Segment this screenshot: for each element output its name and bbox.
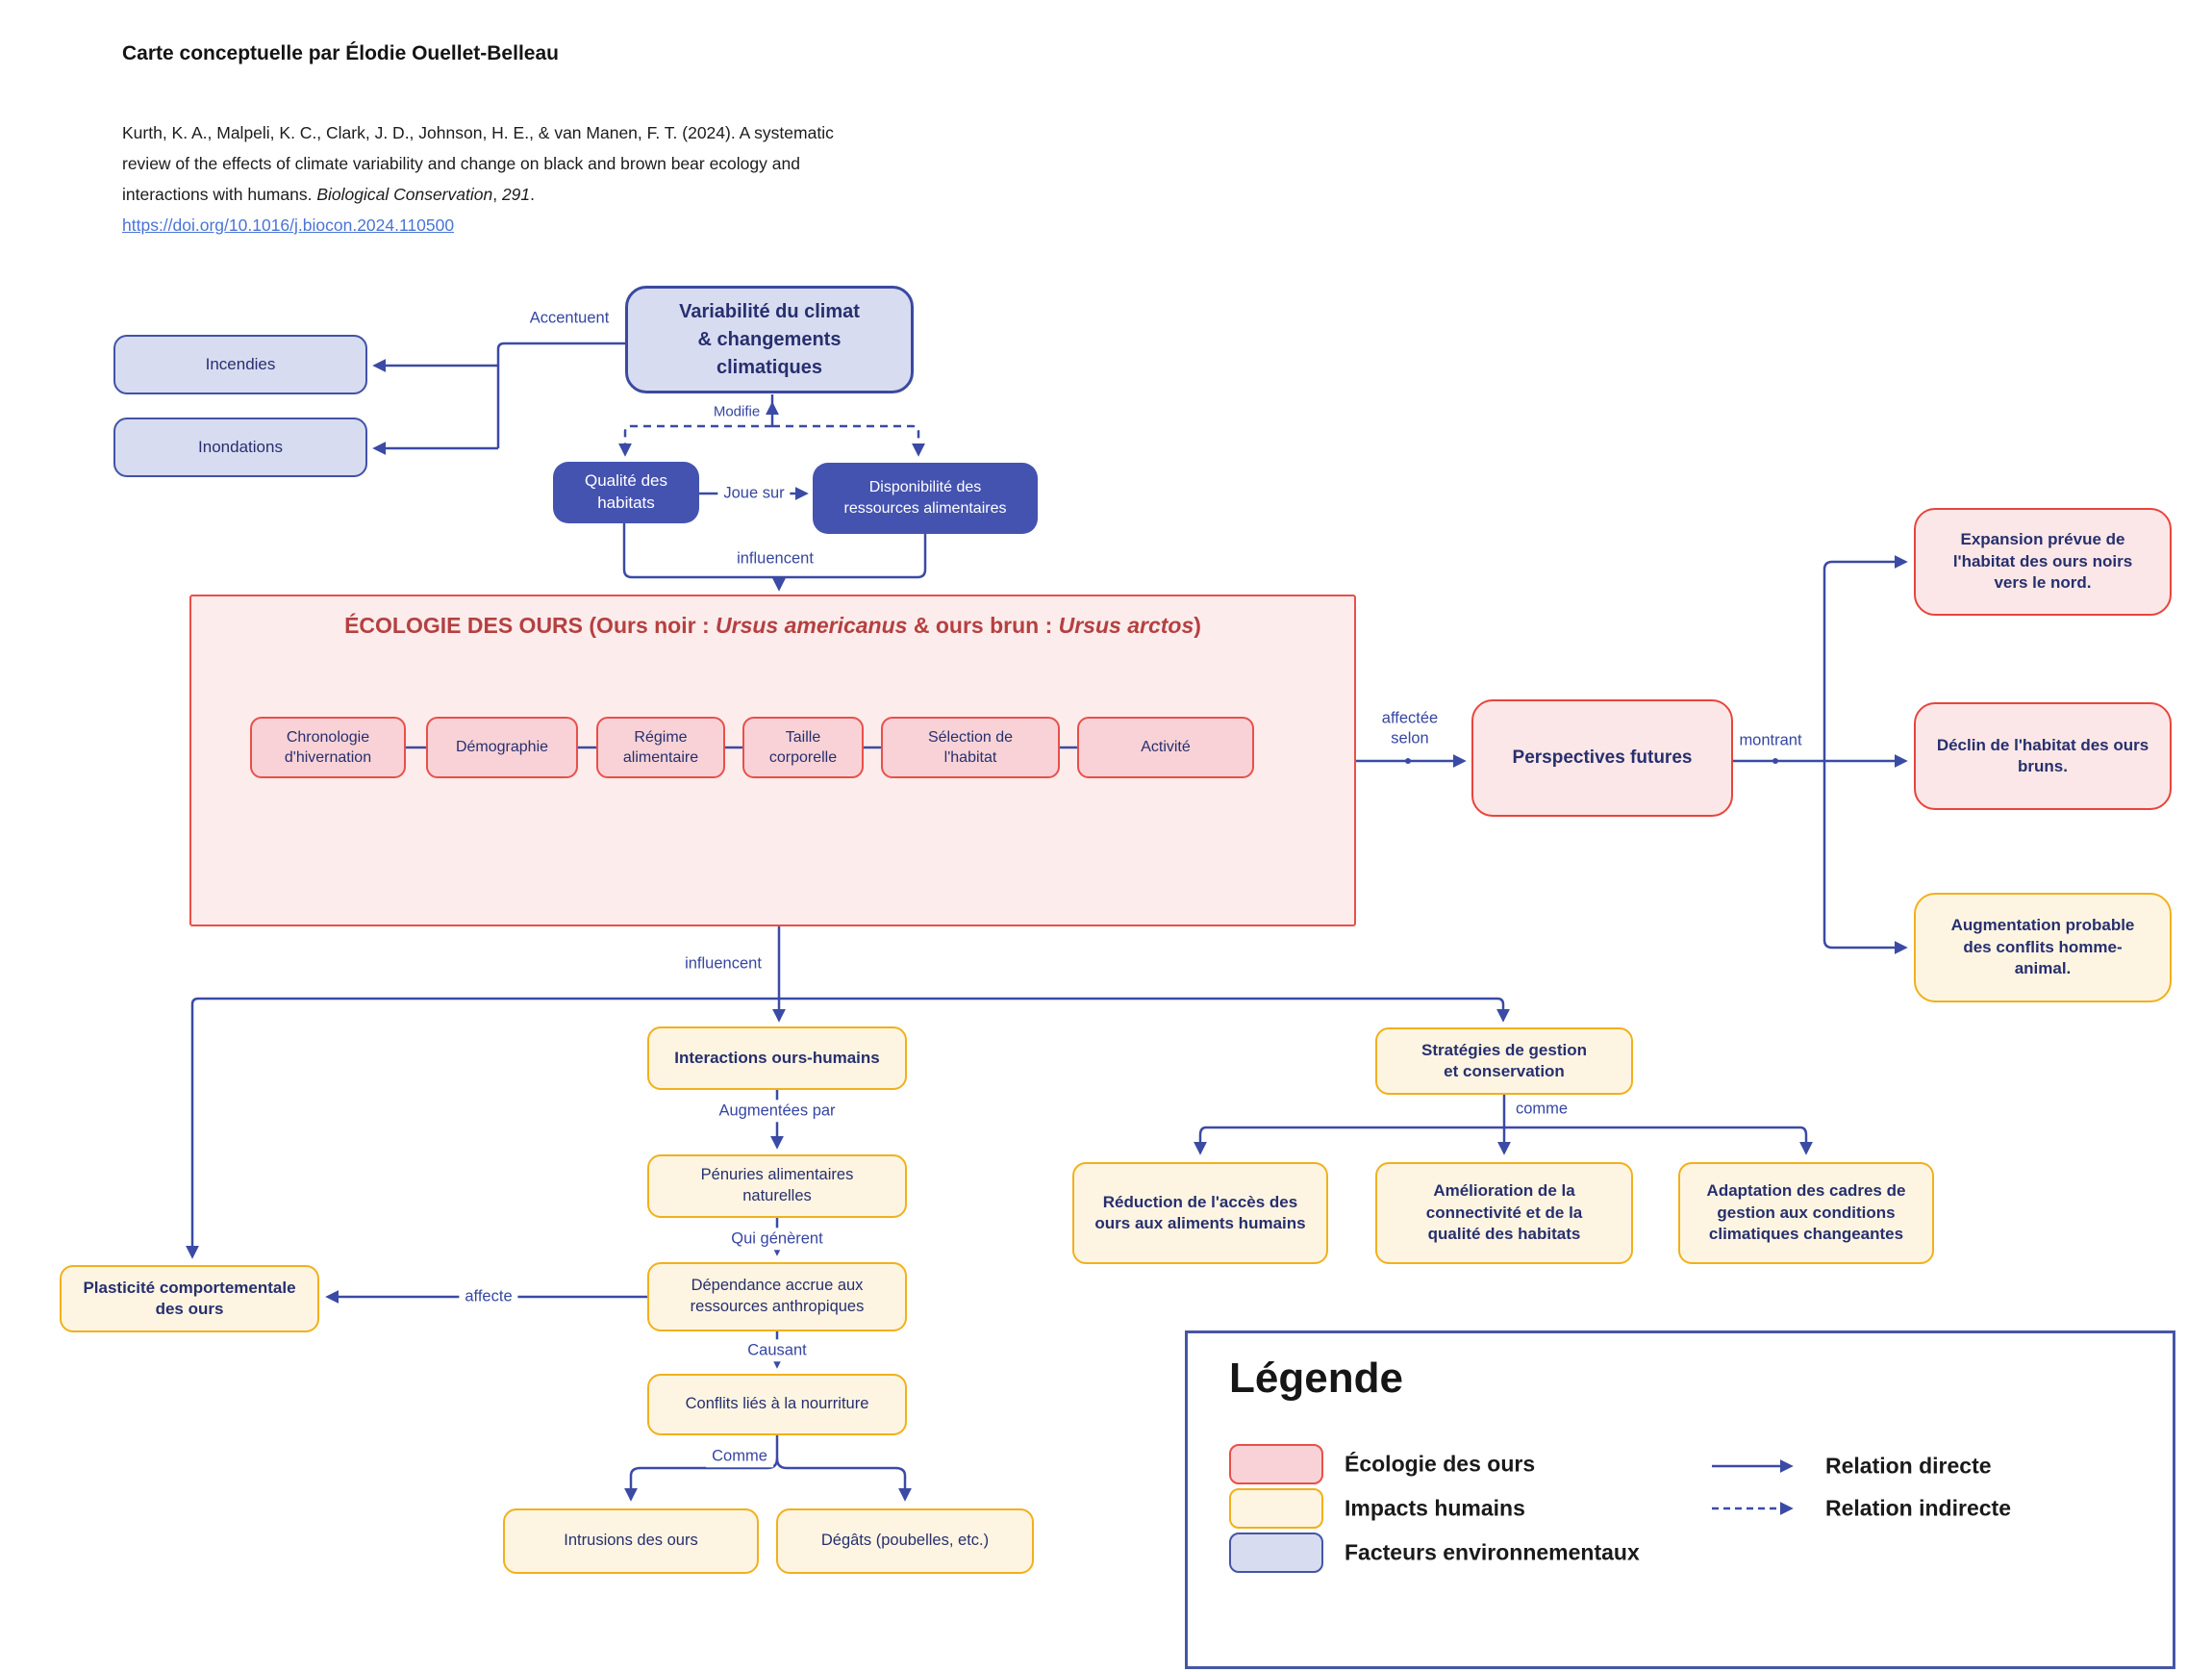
ecology-title-part: & ours brun : <box>907 613 1059 638</box>
citation-period: . <box>530 185 536 204</box>
edge-influencent-strategies <box>779 997 1510 1023</box>
node-demographie: Démographie <box>426 717 578 778</box>
edge-label-modifie: Modifie <box>707 401 767 422</box>
edge-modifie-qualite <box>618 424 772 457</box>
ecology-title-part: ÉCOLOGIE DES OURS (Ours noir : <box>344 613 716 638</box>
node-penuries-alimentaires: Pénuries alimentaires naturelles <box>647 1154 907 1218</box>
citation: Kurth, K. A., Malpeli, K. C., Clark, J. … <box>122 117 853 241</box>
node-strategies-gestion: Stratégies de gestion et conservation <box>1375 1027 1633 1095</box>
legend-label-impacts: Impacts humains <box>1345 1495 1525 1521</box>
edge-label-qui-generent: Qui génèrent <box>725 1228 829 1251</box>
edge-label-comme-bas: Comme <box>706 1445 773 1468</box>
node-variabilite-climat: Variabilité du climat & changements clim… <box>625 286 914 393</box>
citation-journal: Biological Conservation <box>316 185 493 204</box>
page-title: Carte conceptuelle par Élodie Ouellet-Be… <box>122 42 559 64</box>
node-disponibilite-ressources: Disponibilité des ressources alimentaire… <box>813 463 1038 534</box>
edge-label-influencent-bas: influencent <box>679 952 767 975</box>
node-taille-corporelle: Taille corporelle <box>742 717 864 778</box>
node-expansion-ours-noirs: Expansion prévue de l'habitat des ours n… <box>1914 508 2172 616</box>
edge-dot-1 <box>1405 758 1411 764</box>
node-dependance-anthropique: Dépendance accrue aux ressources anthrop… <box>647 1262 907 1331</box>
node-reduction-acces-aliments: Réduction de l'accès des ours aux alimen… <box>1072 1162 1328 1264</box>
node-conflits-nourriture: Conflits liés à la nourriture <box>647 1374 907 1435</box>
legend-title: Légende <box>1229 1355 1403 1402</box>
legend-label-facteurs: Facteurs environnementaux <box>1345 1539 1640 1565</box>
citation-text: Kurth, K. A., Malpeli, K. C., Clark, J. … <box>122 123 834 204</box>
ecology-title-species-1: Ursus americanus <box>716 613 908 638</box>
edge-modifie-disponibilite <box>772 424 925 457</box>
node-activite: Activité <box>1077 717 1254 778</box>
node-intrusions-ours: Intrusions des ours <box>503 1508 759 1574</box>
edge-label-causant: Causant <box>742 1339 813 1362</box>
ecology-title-part: ) <box>1194 613 1201 638</box>
edge-label-influencent-haut: influencent <box>731 547 819 570</box>
legend-label-ecologie: Écologie des ours <box>1345 1451 1536 1477</box>
ecology-title: ÉCOLOGIE DES OURS (Ours noir : Ursus ame… <box>189 613 1356 639</box>
node-declin-ours-bruns: Déclin de l'habitat des ours bruns. <box>1914 702 2172 810</box>
node-plasticite-comportementale: Plasticité comportementale des ours <box>60 1265 319 1332</box>
node-perspectives-futures: Perspectives futures <box>1471 699 1733 817</box>
legend-label-relation-indirecte: Relation indirecte <box>1825 1495 2011 1521</box>
legend-label-relation-directe: Relation directe <box>1825 1453 1992 1479</box>
ecology-title-species-2: Ursus arctos <box>1058 613 1194 638</box>
edge-comme-degats <box>775 1457 912 1502</box>
node-selection-habitat: Sélection de l'habitat <box>881 717 1060 778</box>
edge-montrant-augmentation <box>1822 761 1908 954</box>
edge-dot-2 <box>1772 758 1778 764</box>
edge-comme2-adaptation <box>1504 1126 1813 1155</box>
node-qualite-habitats: Qualité des habitats <box>553 462 699 523</box>
node-augmentation-conflits: Augmentation probable des conflits homme… <box>1914 893 2172 1002</box>
edge-label-comme-droite: comme <box>1509 1098 1574 1121</box>
node-degats-poubelles: Dégâts (poubelles, etc.) <box>776 1508 1034 1574</box>
edge-label-affecte: affecte <box>459 1285 518 1308</box>
citation-sep: , <box>492 185 502 204</box>
legend-swatch-ecologie <box>1229 1444 1323 1484</box>
edge-label-montrant: montrant <box>1733 729 1808 752</box>
doi-link[interactable]: https://doi.org/10.1016/j.biocon.2024.11… <box>122 215 455 235</box>
edge-comme2-reduction <box>1194 1126 1504 1155</box>
edge-montrant-expansion <box>1822 555 1908 761</box>
legend-swatch-impacts <box>1229 1488 1323 1529</box>
edge-label-augmentees-par: Augmentées par <box>713 1100 842 1123</box>
node-incendies: Incendies <box>113 335 367 394</box>
citation-volume: 291 <box>501 185 531 204</box>
edge-label-affectee-selon: affectée selon <box>1375 707 1445 751</box>
node-adaptation-cadres-gestion: Adaptation des cadres de gestion aux con… <box>1678 1162 1934 1264</box>
legend-box <box>1185 1330 2175 1669</box>
node-regime-alimentaire: Régime alimentaire <box>596 717 725 778</box>
legend-swatch-facteurs <box>1229 1533 1323 1573</box>
node-chronologie-hivernation: Chronologie d'hivernation <box>250 717 406 778</box>
edge-accentuent-trunk <box>496 342 625 448</box>
node-inondations: Inondations <box>113 418 367 477</box>
node-interactions-ours-humains: Interactions ours-humains <box>647 1026 907 1090</box>
edge-label-accentuent: Accentuent <box>523 307 616 330</box>
node-amelioration-connectivite: Amélioration de la connectivité et de la… <box>1375 1162 1633 1264</box>
edge-label-joue-sur: Joue sur <box>717 482 791 505</box>
